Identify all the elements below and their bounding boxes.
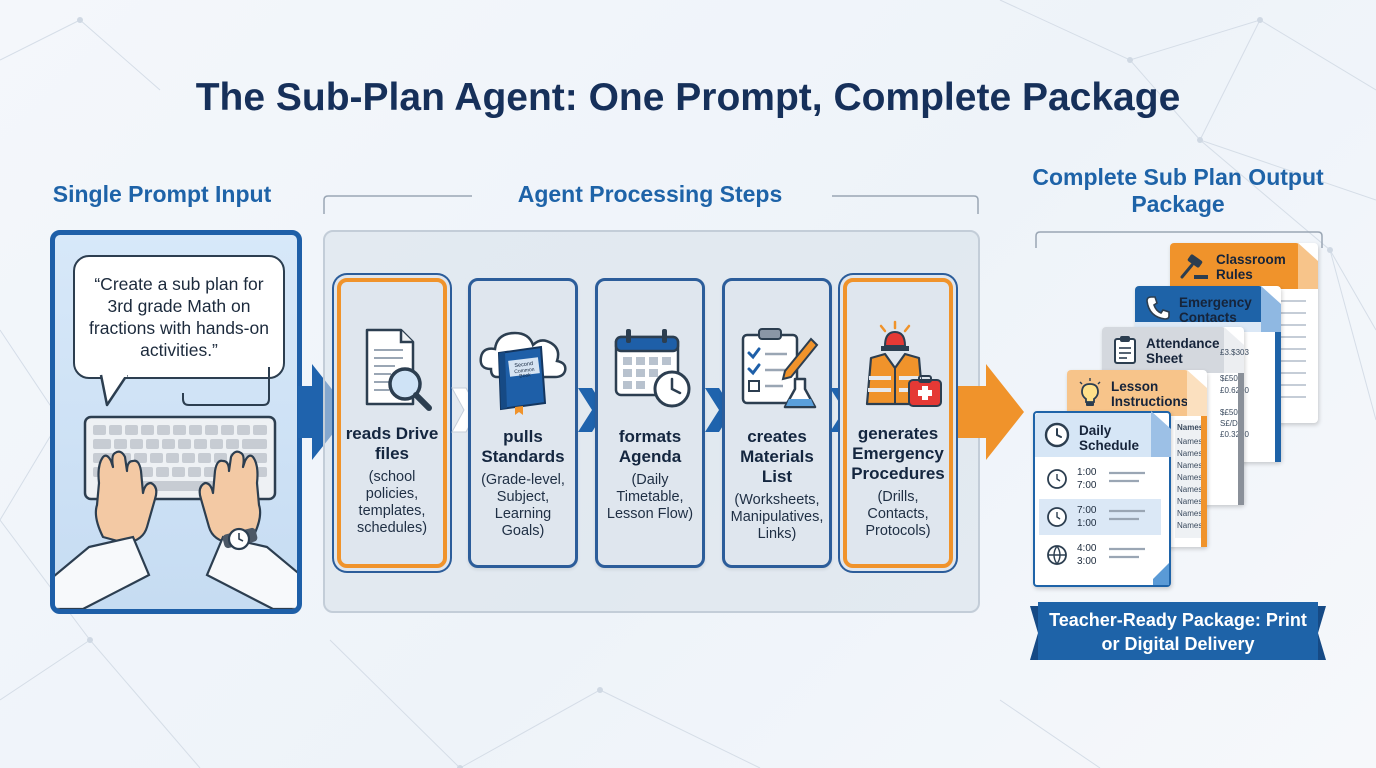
step-description: (Daily Timetable, Lesson Flow) <box>606 472 694 522</box>
teacher-ready-ribbon <box>1030 602 1326 660</box>
output-bracket <box>1035 231 1323 248</box>
clipboard-icon <box>1114 336 1136 364</box>
step-card-materials-list: creates Materials List (Worksheets, Mani… <box>722 278 832 568</box>
phone-icon <box>1146 296 1170 320</box>
attendance-name: Names <box>1177 449 1203 458</box>
attendance-number: £0.6200 <box>1220 386 1249 395</box>
prompt-input-panel: “Create a sub plan for 3rd grade Math on… <box>50 230 302 614</box>
step-title: formats Agenda <box>618 427 682 466</box>
doc-label: Classroom Rules <box>1216 252 1286 282</box>
attendance-number: $£50 <box>1220 374 1238 383</box>
schedule-time: 7:00 <box>1077 480 1097 491</box>
schedule-time: 7:00 <box>1077 505 1097 516</box>
svg-text:Book: Book <box>519 372 532 379</box>
step-card-read-drive: reads Drive files (school policies, temp… <box>337 278 447 568</box>
document-magnifier-icon <box>365 328 432 411</box>
svg-text:Common: Common <box>514 367 535 375</box>
doc-label: Emergency Contacts <box>1179 295 1252 325</box>
step-title: reads Drive files <box>345 424 439 463</box>
attendance-number: S£/DI <box>1220 419 1241 428</box>
calendar-clock-icon <box>614 329 691 408</box>
prompt-speech-bubble: “Create a sub plan for 3rd grade Math on… <box>73 255 285 379</box>
cloud-book-icon: Second Common Book <box>479 331 567 415</box>
step-title: pulls Standards <box>481 427 565 466</box>
step-description: (Drills, Contacts, Protocols) <box>865 489 931 539</box>
schedule-time: 1:00 <box>1077 518 1097 529</box>
siren-vest-icon <box>865 320 942 407</box>
doc-label: Attendance Sheet <box>1146 336 1220 366</box>
attendance-name: Names <box>1177 521 1203 530</box>
step-title: generates Emergency Procedures <box>851 424 945 483</box>
clock-icon <box>1044 422 1070 448</box>
ribbon-text: Teacher-Ready Package: Print or Digital … <box>1049 610 1307 654</box>
step-card-emergency-procedures: generates Emergency Procedures (Drills, … <box>843 278 953 568</box>
gavel-icon <box>1180 254 1208 279</box>
doc-label: Lesson Instructions <box>1111 379 1189 409</box>
schedule-time: 1:00 <box>1077 467 1097 478</box>
step-description: (Worksheets, Manipulatives, Links) <box>730 492 824 542</box>
step-card-pull-standards: Second Common Book pulls Standards (Grad… <box>468 278 578 568</box>
attendance-number: $£50 <box>1220 408 1238 417</box>
step-card-format-agenda: formats Agenda (Daily Timetable, Lesson … <box>595 278 705 568</box>
attendance-name: Names <box>1177 461 1203 470</box>
schedule-time: 3:00 <box>1077 556 1097 567</box>
page-title: The Sub-Plan Agent: One Prompt, Complete… <box>195 76 1181 119</box>
doc-label: Daily Schedule <box>1079 423 1140 453</box>
book-cover-text: Second <box>514 361 533 369</box>
doc-daily-schedule: Daily Schedule 1:00 7:00 7:00 1:00 4:00 … <box>1033 411 1171 587</box>
step-title: creates Materials List <box>740 427 814 486</box>
keyboard-typing-illustration <box>55 367 297 609</box>
speech-bubble-tail <box>99 371 129 407</box>
step-description: (school policies, templates, schedules) <box>356 469 428 536</box>
clipboard-flask-icon <box>741 328 819 409</box>
section-label-steps: Agent Processing Steps <box>517 181 783 207</box>
step-description: (Grade-level, Subject, Learning Goals) <box>481 472 565 539</box>
attendance-name: Names <box>1177 473 1203 482</box>
attendance-name: Names <box>1177 485 1203 494</box>
attendance-number: £3.$303 <box>1220 348 1249 357</box>
section-label-input: Single Prompt Input <box>52 181 272 207</box>
flow-arrow-output <box>958 364 1024 460</box>
attendance-name: Names <box>1177 497 1203 506</box>
section-label-output: Complete Sub Plan Output Package <box>1032 164 1324 217</box>
schedule-time: 4:00 <box>1077 543 1097 554</box>
attendance-name: Names <box>1177 437 1203 446</box>
lightbulb-icon <box>1079 378 1101 406</box>
attendance-number: £0.3290 <box>1220 430 1249 439</box>
steps-bracket <box>323 195 979 214</box>
attendance-name: Names <box>1177 509 1203 518</box>
attendance-header: Names <box>1177 423 1204 432</box>
